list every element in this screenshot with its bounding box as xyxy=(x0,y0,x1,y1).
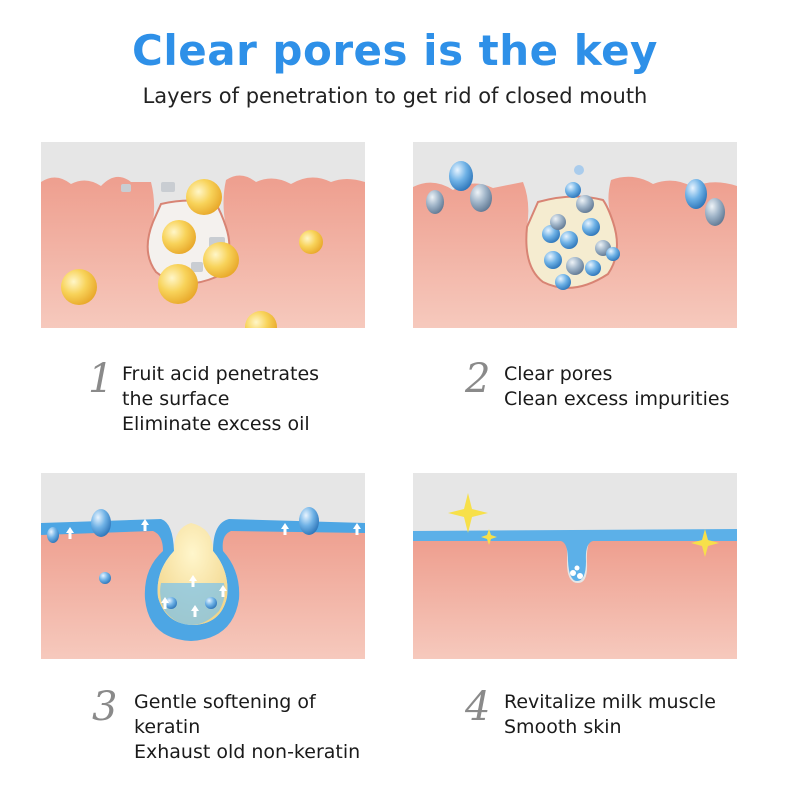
step-line: Fruit acid penetrates xyxy=(122,363,320,385)
page-title: Clear pores is the key xyxy=(132,26,658,75)
step-line: Exhaust old non-keratin xyxy=(134,741,361,763)
step-line: Eliminate excess oil xyxy=(122,413,310,435)
step-line: Gentle softening of xyxy=(134,691,316,713)
step-3: 3 Gentle softening of keratin Exhaust ol… xyxy=(92,684,392,770)
step-number: 4 xyxy=(465,684,491,730)
step-line: keratin xyxy=(134,716,201,738)
step-number: 1 xyxy=(88,356,114,402)
illustration-step-4 xyxy=(413,473,737,659)
step-number: 3 xyxy=(92,684,118,730)
step-number: 2 xyxy=(465,356,491,402)
illustration-step-1 xyxy=(41,142,365,328)
step-1: 1 Fruit acid penetrates the surface Elim… xyxy=(88,356,388,442)
step-line: Clear pores xyxy=(504,363,613,385)
illustration-step-3 xyxy=(41,473,365,659)
step-4: 4 Revitalize milk muscle Smooth skin xyxy=(465,684,765,750)
page-subtitle: Layers of penetration to get rid of clos… xyxy=(142,84,648,108)
step-line: Revitalize milk muscle xyxy=(504,691,716,713)
step-line: Smooth skin xyxy=(504,716,622,738)
step-2: 2 Clear pores Clean excess impurities xyxy=(465,356,765,422)
illustration-step-2 xyxy=(413,142,737,328)
step-line: Clean excess impurities xyxy=(504,388,730,410)
step-line: the surface xyxy=(122,388,230,410)
